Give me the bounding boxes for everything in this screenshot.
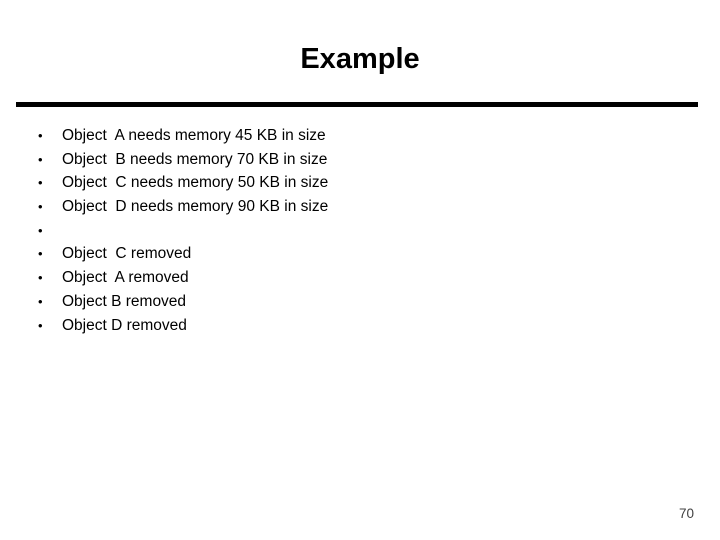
bullet-marker: • — [38, 151, 43, 167]
bullet-text: Object C needs memory 50 KB in size — [62, 174, 329, 192]
bullet-item: • Object C removed — [38, 242, 678, 266]
bullet-item: • Object D removed — [38, 314, 678, 338]
bullet-text: Object D removed — [62, 316, 187, 334]
bullet-item-empty: • — [38, 219, 678, 243]
bullet-text: Object C removed — [62, 245, 192, 263]
bullet-item: • Object C needs memory 50 KB in size — [38, 171, 678, 195]
bullet-marker: • — [38, 128, 43, 143]
bullet-marker: • — [38, 270, 43, 286]
bullet-marker: • — [38, 246, 43, 262]
title-divider — [16, 102, 698, 107]
bullet-marker: • — [38, 317, 43, 333]
slide-title: Example — [300, 43, 420, 75]
bullet-marker: • — [38, 199, 43, 215]
bullet-marker: • — [38, 293, 43, 309]
bullet-item: • Object B needs memory 70 KB in size — [38, 148, 678, 172]
bullet-item: • Object A removed — [38, 266, 678, 290]
bullet-item: • Object B removed — [38, 290, 678, 314]
bullet-item: • Object D needs memory 90 KB in size — [38, 195, 678, 219]
bullet-marker: • — [38, 222, 43, 238]
bullet-text: Object B needs memory 70 KB in size — [62, 150, 328, 168]
bullet-text: Object A needs memory 45 KB in size — [62, 127, 326, 144]
bullet-marker: • — [38, 175, 43, 191]
bullet-list: • Object A needs memory 45 KB in size • … — [38, 124, 678, 337]
bullet-item: • Object A needs memory 45 KB in size — [38, 124, 678, 148]
bullet-text: Object D needs memory 90 KB in size — [62, 198, 329, 216]
page-number: 70 — [678, 506, 694, 521]
bullet-text: Object B removed — [62, 292, 187, 310]
bullet-text: Object A removed — [62, 269, 189, 287]
